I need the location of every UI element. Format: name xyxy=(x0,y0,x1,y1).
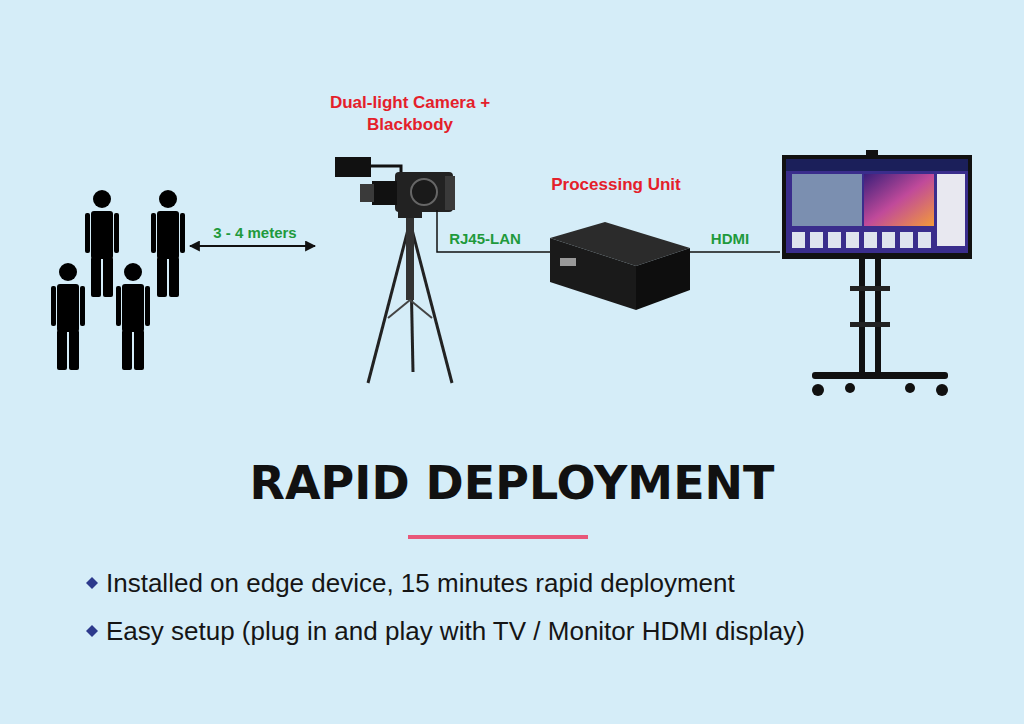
stand-wheel xyxy=(936,384,948,396)
unit-front xyxy=(550,238,636,310)
stand-bar xyxy=(850,322,890,327)
page-title: RAPID DEPLOYMENT xyxy=(0,458,1024,509)
stand-pole xyxy=(859,259,865,374)
lan-cable xyxy=(532,251,550,253)
connection-label: RJ45-LAN xyxy=(446,230,524,248)
screen-card xyxy=(828,232,841,248)
screen-card xyxy=(918,232,931,248)
person-figure xyxy=(116,263,150,370)
connection-label: HDMI xyxy=(708,230,752,248)
screen-card xyxy=(900,232,913,248)
connection-label: 3 - 4 meters xyxy=(210,224,299,242)
camera-body xyxy=(395,172,453,212)
monitor-screen xyxy=(786,159,968,253)
stand-wheel xyxy=(845,383,855,393)
camera-back xyxy=(445,176,455,210)
cable-line xyxy=(700,251,780,253)
person-figure xyxy=(85,190,119,297)
screen-card xyxy=(846,232,859,248)
screen-thermal xyxy=(864,174,934,226)
tripod-brace xyxy=(388,300,410,318)
camera-arm xyxy=(371,166,401,172)
screen-header xyxy=(786,159,968,171)
monitor-display xyxy=(780,153,972,403)
processing-unit: Processing Unit xyxy=(532,170,700,318)
people-group xyxy=(45,183,190,373)
stand-bar xyxy=(850,286,890,291)
camera-ring xyxy=(411,179,437,205)
screen-card xyxy=(864,232,877,248)
node-heading: Processing Unit xyxy=(536,174,696,196)
tripod-brace xyxy=(410,300,432,318)
hdmi-cable xyxy=(690,251,700,253)
screen-card xyxy=(882,232,895,248)
title-underline xyxy=(408,535,588,539)
bullet-text: Easy setup (plug in and play with TV / M… xyxy=(106,616,805,647)
camera-lens xyxy=(372,181,397,205)
tripod-leg xyxy=(368,222,410,383)
monitor-bezel xyxy=(782,155,972,259)
camera-lens-front xyxy=(360,184,374,202)
person-figure xyxy=(151,190,185,297)
cable-line xyxy=(505,251,532,253)
tripod-column xyxy=(406,214,414,300)
blackbody-unit xyxy=(335,157,371,177)
stand-wheel xyxy=(905,383,915,393)
bullet-diamond xyxy=(86,577,98,589)
stand-base xyxy=(812,372,948,379)
stand-wheel xyxy=(812,384,824,396)
unit-side xyxy=(636,248,690,310)
bullet-diamond xyxy=(86,625,98,637)
node-heading: Dual-light Camera + Blackbody xyxy=(319,92,501,136)
distance-arrow xyxy=(190,245,315,247)
screen-card xyxy=(792,232,805,248)
screen-card xyxy=(810,232,823,248)
person-figure xyxy=(51,263,85,370)
screen-panel xyxy=(937,174,965,246)
bullet-text: Installed on edge device, 15 minutes rap… xyxy=(106,568,735,599)
unit-logo xyxy=(560,258,576,266)
stand-pole xyxy=(875,259,881,374)
screen-photo xyxy=(792,174,862,226)
